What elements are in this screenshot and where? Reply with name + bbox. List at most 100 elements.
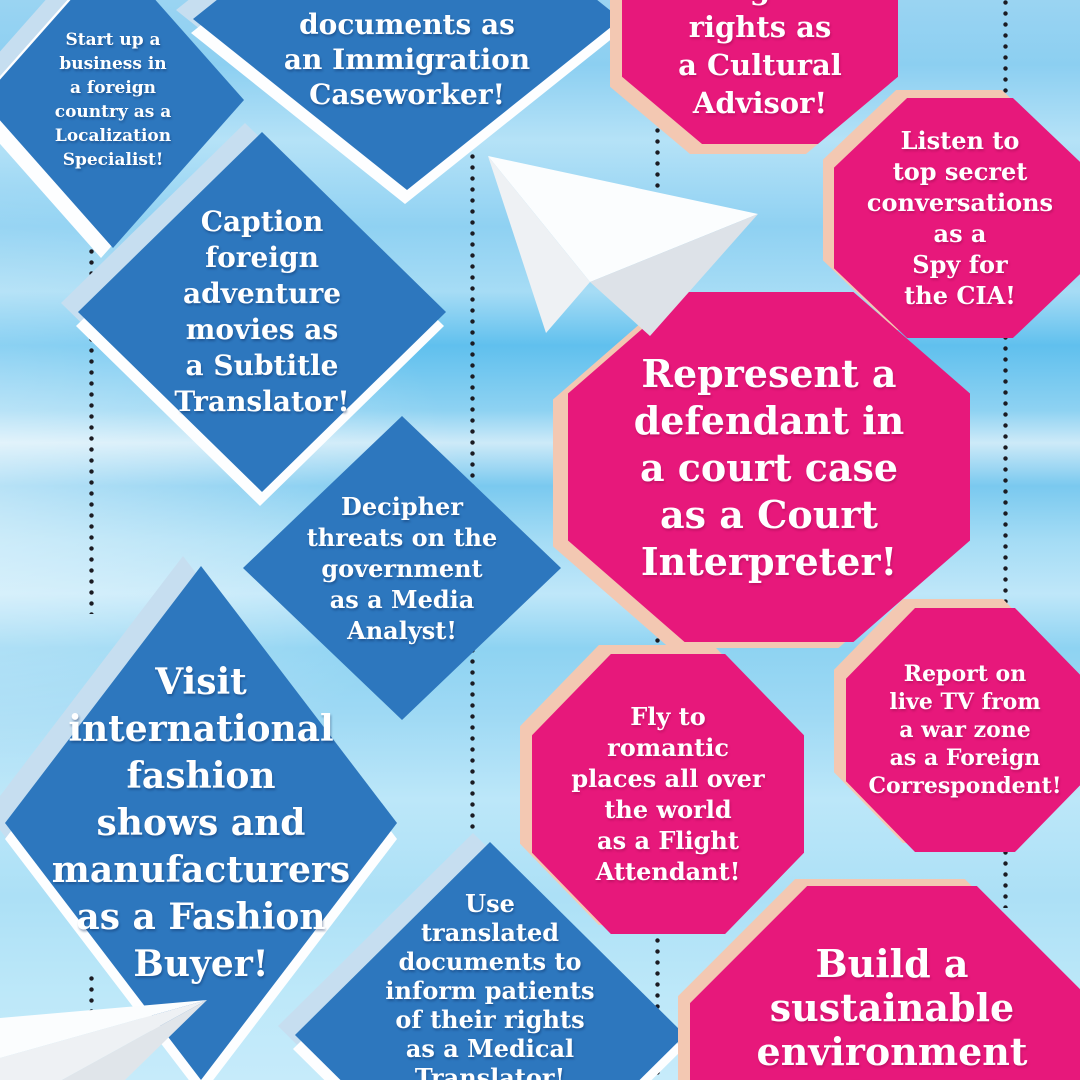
- card-text-line: Build a: [815, 941, 969, 986]
- card-text-line: Interpreter!: [640, 538, 898, 584]
- card-text-line: and travel: [785, 1074, 1000, 1080]
- dotted-connector: [1003, 850, 1008, 908]
- card-text-line: Use: [465, 888, 515, 918]
- card-text-line: an Immigration: [283, 42, 531, 76]
- octagon-face: [532, 654, 804, 934]
- paper-airplane-icon: [0, 1000, 207, 1080]
- dotted-connector: [470, 648, 475, 862]
- card-text-line: Analyst!: [347, 615, 457, 645]
- card-text-line: environment: [756, 1029, 1028, 1074]
- card-text-line: Start up a: [65, 30, 161, 50]
- card-text-line: Localization: [54, 126, 172, 146]
- card-text-line: the CIA!: [904, 281, 1016, 310]
- octagon-face: [846, 608, 1080, 852]
- card-text-line: inform patients: [385, 975, 595, 1005]
- card-text-line: Buyer!: [133, 942, 269, 985]
- card-text-line: conversations: [866, 188, 1054, 217]
- dotted-connector: [89, 238, 94, 614]
- paper-airplane-icon: [488, 156, 758, 336]
- card-text-line: foreign: [205, 241, 319, 274]
- card-text-line: Translator!: [174, 385, 350, 418]
- card-text-line: rights as: [688, 10, 832, 44]
- card-text-line: as a Court: [660, 491, 878, 537]
- card-text-line: defendant in: [633, 397, 905, 443]
- card-text-line: translated: [420, 917, 560, 947]
- octagon-face: [568, 292, 970, 642]
- dotted-connector: [1003, 0, 1008, 97]
- card-text-line: Caseworker!: [309, 77, 505, 111]
- card-text-line: government: [321, 553, 483, 583]
- card-text-line: Correspondent!: [868, 773, 1062, 799]
- card-text-line: a foreign: [69, 78, 157, 98]
- card-text-line: business in: [59, 54, 167, 74]
- card-text-line: Caption: [200, 205, 324, 238]
- card-text-line: as a Media: [329, 584, 475, 614]
- card-text-line: documents as: [299, 7, 515, 41]
- card-text-line: threats on the: [306, 522, 498, 552]
- card-text-line: as a Flight: [597, 826, 739, 855]
- card-text-line: romantic: [607, 733, 729, 762]
- card-text-line: Represent a: [641, 350, 897, 396]
- card-text-line: sustainable: [769, 985, 1015, 1030]
- card-text-line: Decipher: [341, 491, 463, 521]
- card-text-line: places all over: [571, 764, 765, 793]
- card-text-line: a Subtitle: [185, 349, 339, 382]
- card-text-line: the world: [604, 795, 732, 824]
- card-text-line: international: [68, 707, 334, 750]
- card-localization-specialist: Start up a business in a foreign country as…: [0, 0, 244, 258]
- dotted-connector: [655, 616, 660, 662]
- card-sustainable-environment: Build asustainableenvironmentand travel: [678, 879, 1080, 1080]
- card-text-line: movies as: [185, 313, 339, 346]
- card-text-line: Fly to: [630, 702, 706, 731]
- card-text-line: documents to: [398, 946, 582, 976]
- card-text-line: shows and: [96, 801, 306, 844]
- card-text-line: g: [750, 0, 770, 8]
- card-text-line: top secret: [892, 157, 1028, 186]
- card-text-line: a court case: [639, 444, 899, 490]
- card-text-line: Translator!: [414, 1062, 566, 1080]
- octagon-face: [834, 98, 1080, 338]
- card-text-line: country as a: [54, 102, 172, 122]
- card-text-line: Attendant!: [595, 857, 741, 886]
- card-text-line: as a Fashion: [76, 895, 326, 938]
- card-text-line: live TV from: [889, 689, 1041, 715]
- card-text-line: Visit: [155, 660, 247, 703]
- dotted-connector: [89, 976, 94, 1028]
- card-text-line: manufacturers: [51, 848, 351, 891]
- card-text-line: Report on: [903, 661, 1027, 687]
- dotted-connector: [655, 916, 660, 1080]
- card-text-line: of their rights: [395, 1004, 585, 1034]
- card-text-line: adventure: [182, 277, 342, 310]
- card-text-line: as a Foreign: [889, 745, 1041, 771]
- card-text-line: as a: [933, 219, 987, 248]
- card-text-line: Spy for: [912, 250, 1008, 279]
- card-text-line: a Cultural: [678, 48, 842, 82]
- card-text-line: Listen to: [900, 126, 1020, 155]
- dotted-connector: [470, 143, 475, 491]
- dotted-connector: [655, 128, 660, 188]
- card-text-line: fashion: [126, 754, 276, 797]
- card-text-line: a war zone: [899, 717, 1031, 743]
- card-text-line: as a Medical: [405, 1033, 575, 1063]
- card-text: Build asustainableenvironmentand travel: [690, 828, 1080, 1080]
- card-text-line: Specialist!: [62, 150, 164, 170]
